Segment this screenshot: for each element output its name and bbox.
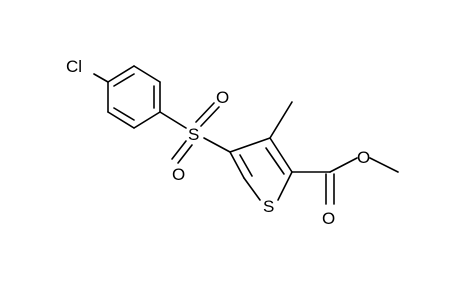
carbonyl-oxygen-label: O — [322, 209, 335, 228]
bond-ring-c2-c3 — [133, 65, 161, 83]
bond-th-s-c5 — [243, 177, 261, 201]
sulfonyl-oxygen-bottom-label: O — [172, 165, 185, 184]
bond-carbonyl-ester-o — [329, 157, 358, 173]
bond-ring-c4-c5 — [133, 111, 161, 129]
bond-ring-c5-c6 — [107, 111, 135, 129]
sulfonyl-group — [159, 102, 231, 164]
bond-so-top-a — [195, 102, 215, 123]
bond-so-bottom-a — [171, 140, 187, 160]
methyl-ester-group — [291, 157, 399, 205]
bond-cl-c1 — [93, 73, 109, 83]
bond-ester-o-methyl — [369, 157, 399, 173]
thiophene-sulfur-label: S — [263, 197, 274, 216]
bond-th-c5-c4 — [229, 151, 245, 179]
ester-oxygen-label: O — [357, 148, 370, 167]
methyl-bond — [269, 101, 293, 139]
bond-ring-c1-c2 — [107, 65, 135, 83]
bond-th-c3-c2 — [269, 137, 293, 173]
thiophene-ring — [229, 137, 293, 201]
sulfonyl-oxygen-top-label: O — [216, 88, 229, 107]
chlorophenyl-ring — [93, 65, 161, 129]
bond-ring-inner-1 — [113, 73, 135, 87]
bond-th-c4-c3 — [229, 137, 271, 153]
bond-ring-sulfonyl — [159, 111, 187, 129]
bond-th-c2-s — [277, 171, 293, 201]
bond-so-top-b — [200, 106, 220, 127]
bond-th-c3-c2-inner — [265, 147, 285, 175]
bond-so-bottom-b — [177, 144, 193, 164]
bond-ring-inner-3 — [113, 107, 135, 121]
sulfonyl-sulfur-label: S — [188, 125, 199, 144]
chlorine-atom-label: Cl — [66, 57, 82, 76]
bond-sulfonyl-thiophene — [203, 137, 231, 153]
bond-th-c5-c4-inner — [239, 154, 253, 177]
